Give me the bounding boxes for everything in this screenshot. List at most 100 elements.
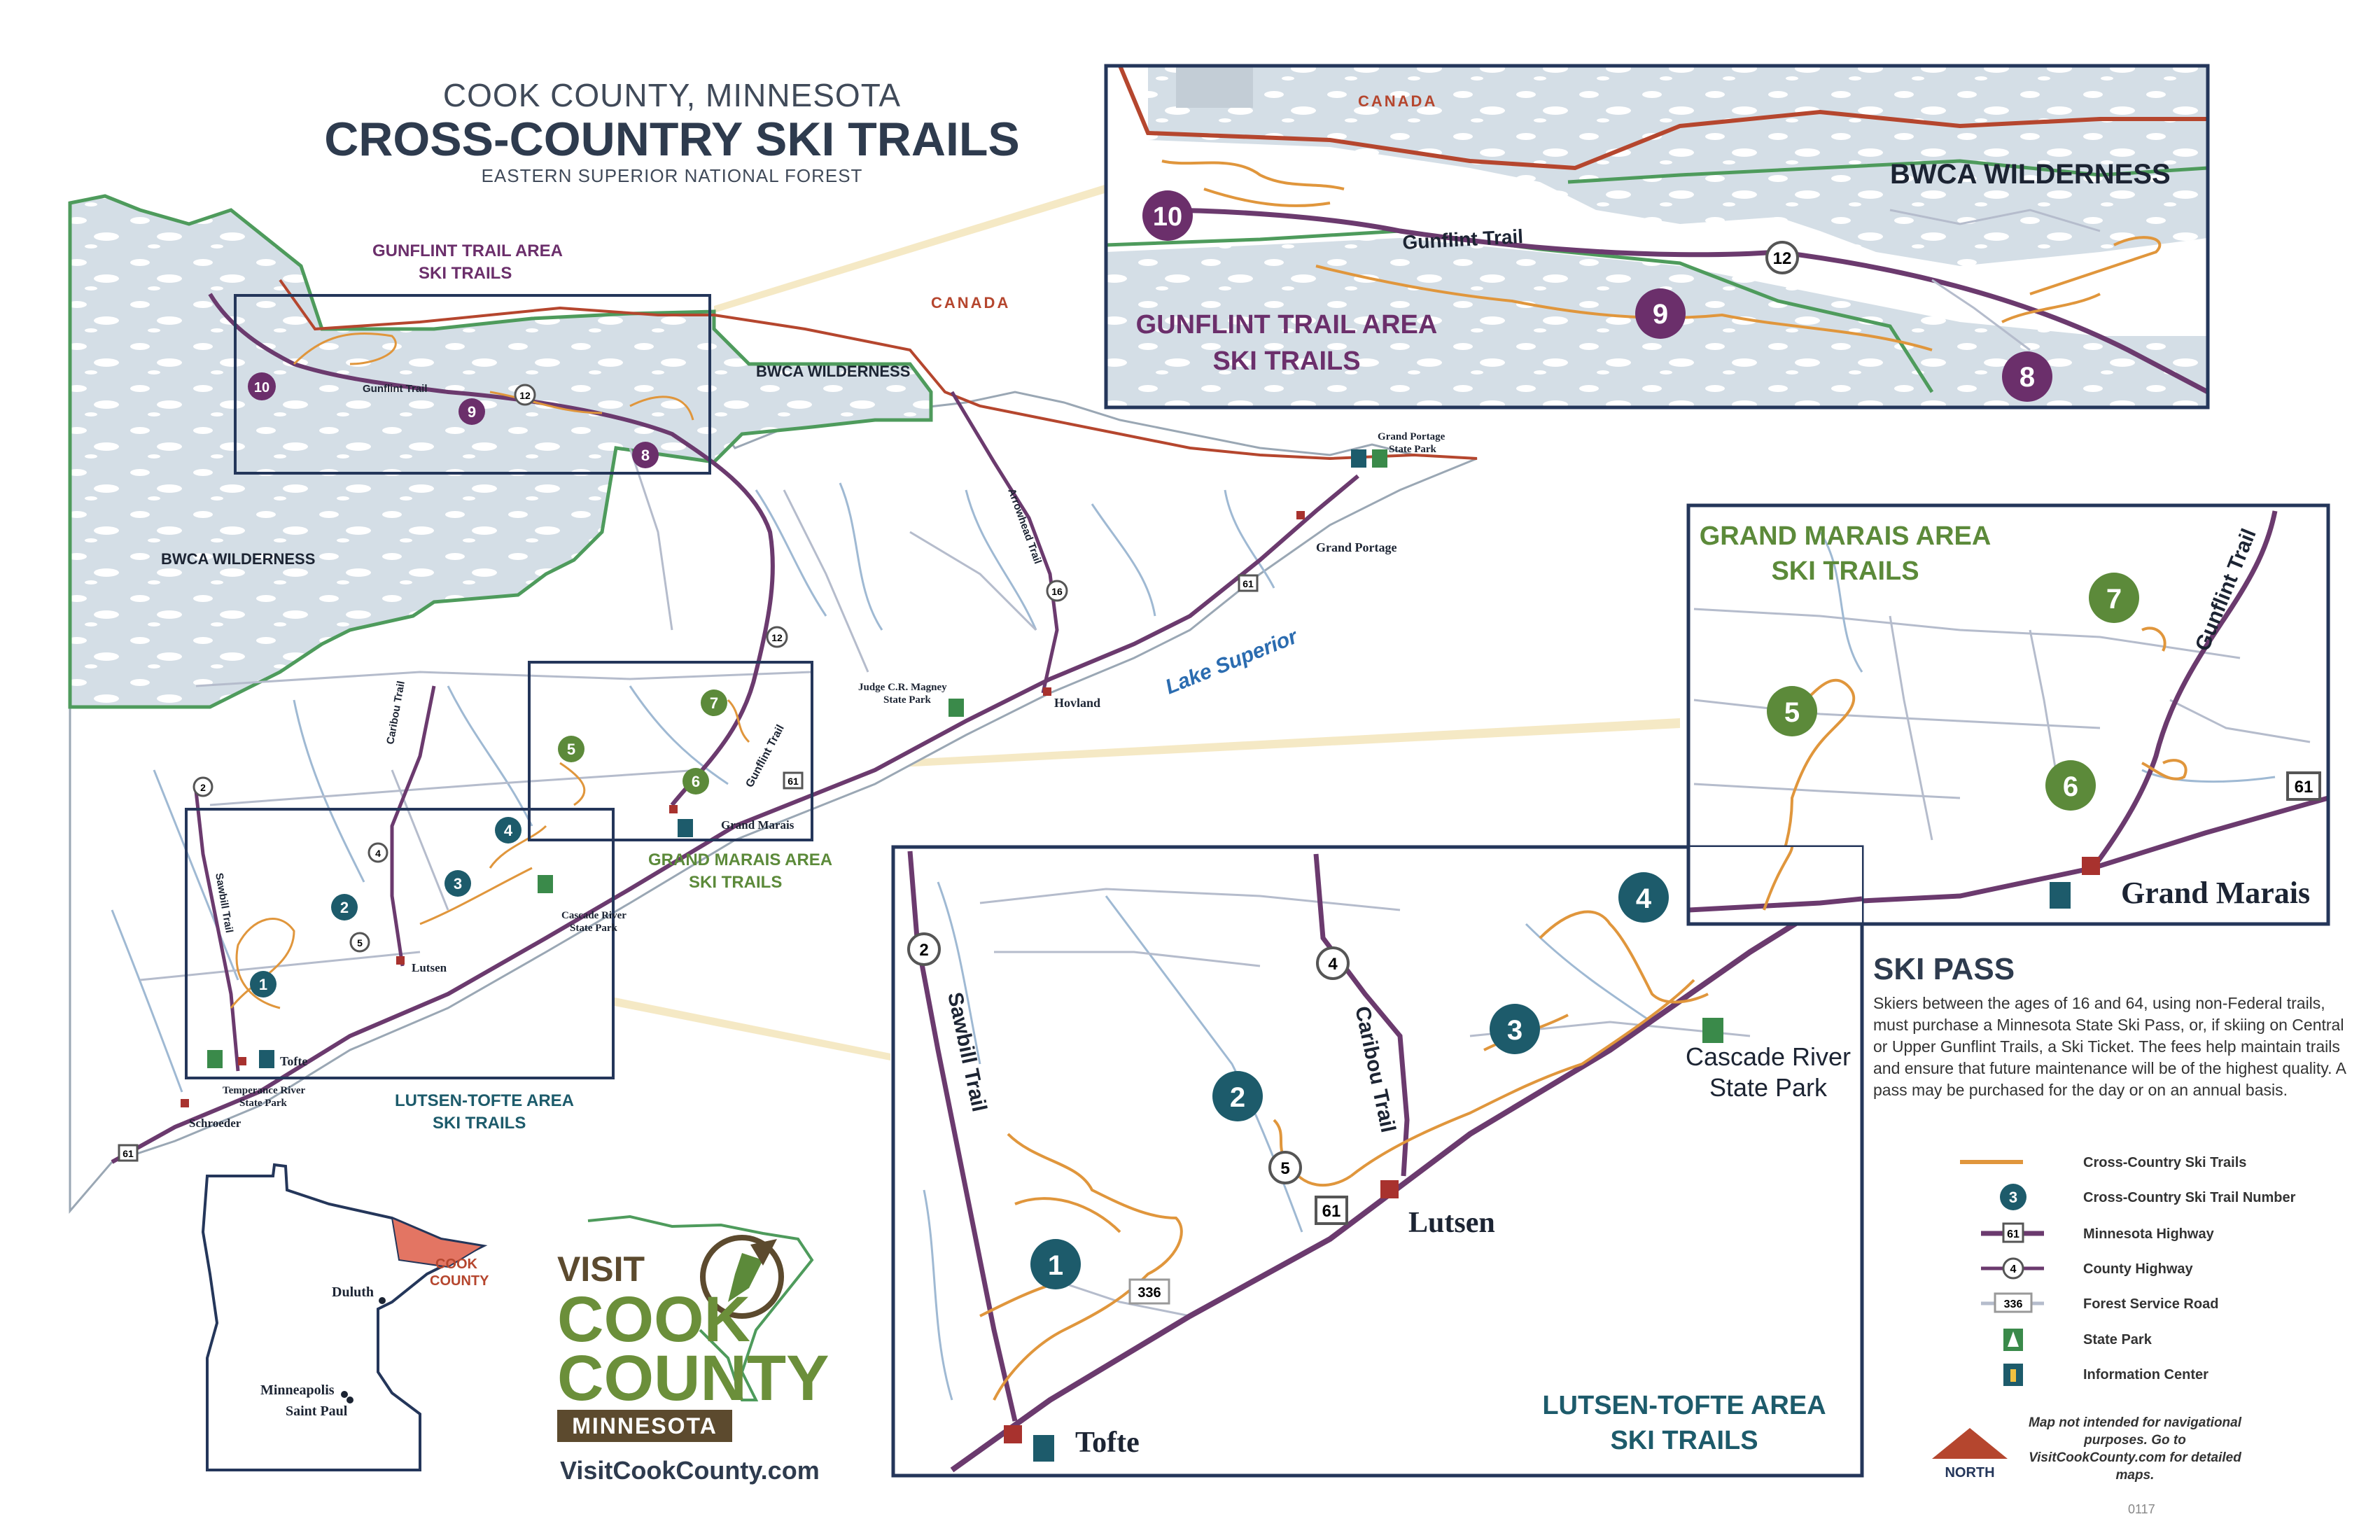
info-center-icon	[1033, 1435, 1054, 1462]
gunflint-area-label-2: SKI TRAILS	[1212, 346, 1360, 376]
info-center-icon	[678, 819, 693, 837]
road-61-label: 61	[788, 776, 799, 787]
town-marker	[1043, 687, 1051, 696]
legend-cty-sample: 4	[2010, 1264, 2017, 1275]
grand-marais-label: Grand Marais	[2121, 876, 2310, 910]
lutsen-label: Lutsen	[1408, 1207, 1495, 1239]
road-5-label: 5	[1280, 1159, 1289, 1178]
schroeder-label: Schroeder	[189, 1116, 241, 1130]
main-map-markers	[181, 449, 1387, 1107]
road-12-label: 12	[519, 390, 531, 401]
town-marker	[1296, 511, 1305, 519]
state-park-icon	[1372, 449, 1387, 468]
minnesota-locator: Duluth Minneapolis Saint Paul COOK COUNT…	[201, 1163, 489, 1471]
road-4-label: 4	[1328, 955, 1338, 974]
road-16-label: 16	[1051, 586, 1063, 597]
town-marker	[181, 1099, 189, 1107]
main-trail-badges: 1 2 3 4 5 6 7 8 9 10	[248, 372, 727, 997]
cascade-label-2: State Park	[1709, 1073, 1828, 1102]
legend-hwy-sample: 61	[2007, 1228, 2019, 1240]
legend-fs-sample: 336	[2004, 1298, 2023, 1310]
bwca-label: BWCA WILDERNESS	[161, 550, 315, 568]
trail-number-2: 2	[340, 899, 349, 916]
legend: Cross-Country Ski Trails 3 Cross-Country…	[1960, 1155, 2296, 1386]
logo-state-outline	[587, 1214, 814, 1401]
legend-trail-number-sample: 3	[2009, 1189, 2017, 1206]
forest-roads	[139, 447, 1037, 981]
town-marker	[2082, 857, 2100, 875]
grandmarais-area-label-2: SKI TRAILS	[689, 873, 782, 892]
trail-number-1: 1	[1048, 1250, 1063, 1281]
lutsen-area-label-2: SKI TRAILS	[1610, 1426, 1758, 1455]
road-61-label: 61	[1322, 1202, 1341, 1221]
trail-number-6: 6	[2063, 771, 2078, 802]
trail-number-9: 9	[1653, 299, 1668, 330]
road-12-label: 12	[771, 632, 783, 643]
trail-number-5: 5	[1784, 697, 1800, 728]
road-5-label: 5	[357, 937, 363, 948]
state-park-icon	[207, 1050, 223, 1068]
disclaimer-text: Map not intended for navigational purpos…	[2029, 1415, 2241, 1483]
bwca-wilderness-area	[68, 194, 933, 709]
trail-number-6: 6	[692, 773, 700, 790]
lake-superior-label: Lake Superior	[1162, 624, 1302, 699]
legend-county-highway: County Highway	[2083, 1261, 2194, 1277]
map-title: COOK COUNTY, MINNESOTA CROSS-COUNTRY SKI…	[324, 77, 1020, 186]
north-arrow: NORTH	[1932, 1428, 2008, 1480]
road-12-label: 12	[1773, 249, 1792, 268]
ski-pass-title: SKI PASS	[1873, 952, 2015, 986]
grand-portage-sp-label-2: State Park	[1389, 444, 1437, 455]
trail-number-2: 2	[1230, 1082, 1245, 1113]
town-marker	[238, 1057, 246, 1065]
trail-number-7: 7	[2106, 584, 2122, 615]
judge-magney-label-2: State Park	[883, 694, 932, 706]
gunflint-area-label-2: SKI TRAILS	[419, 264, 512, 283]
hovland-label: Hovland	[1054, 696, 1100, 710]
road-2-label: 2	[919, 941, 928, 960]
gunflint-inset: CANADA BWCA WILDERNESS Gunflint Trail GU…	[1104, 64, 2210, 410]
state-park-icon	[538, 875, 553, 893]
cascade-label: Cascade River	[561, 910, 626, 921]
trail-number-3: 3	[454, 875, 462, 892]
canada-label: CANADA	[931, 294, 1010, 312]
regional-map: 1 2 3 4 5 6 7 8 9 10 12 12 1	[68, 194, 1478, 1214]
road-4-label: 4	[375, 848, 381, 859]
logo-cook: COOK	[557, 1284, 750, 1355]
temperance-label: Temperance River	[223, 1085, 306, 1096]
info-center-icon	[1351, 449, 1366, 468]
lutsen-area-label: LUTSEN-TOFTE AREA	[1542, 1391, 1826, 1420]
trail-number-8: 8	[2019, 362, 2035, 393]
trail-number-1: 1	[259, 976, 267, 993]
state-park-icon	[948, 699, 964, 717]
logo-visit: VISIT	[557, 1250, 645, 1289]
lutsen-label: Lutsen	[412, 961, 447, 974]
title-top: COOK COUNTY, MINNESOTA	[443, 77, 901, 113]
grand-marais-label: Grand Marais	[721, 818, 794, 832]
road-61-label: 61	[122, 1148, 134, 1159]
road-61-label: 61	[1242, 578, 1254, 589]
legend-ski-trails: Cross-Country Ski Trails	[2083, 1155, 2246, 1170]
legend-state-park: State Park	[2083, 1332, 2152, 1348]
town-marker	[396, 956, 405, 965]
visit-cook-county-logo: VISIT COOK COUNTY MINNESOTA	[557, 1214, 829, 1442]
legend-mn-highway: Minnesota Highway	[2083, 1226, 2215, 1242]
cook-county-locator-label-2: COUNTY	[430, 1273, 489, 1289]
temperance-label-2: State Park	[239, 1098, 288, 1109]
logo-county: COUNTY	[557, 1343, 829, 1414]
state-park-icon	[1702, 1018, 1723, 1043]
minneapolis-label: Minneapolis	[260, 1382, 335, 1398]
bwca-label: BWCA WILDERNESS	[756, 363, 910, 380]
road-2-label: 2	[200, 782, 206, 793]
town-marker	[669, 805, 678, 813]
north-label: NORTH	[1945, 1465, 1994, 1480]
sawbill-trail-road	[194, 790, 240, 1072]
trail-number-9: 9	[468, 403, 476, 421]
lutsen-inset: 2 4 5 61 336 Sawbill Trail Caribou Trail…	[891, 503, 2330, 1478]
canada-label: CANADA	[1358, 92, 1437, 110]
streams	[111, 482, 1275, 1093]
bwca-label: BWCA WILDERNESS	[1890, 159, 2171, 190]
gunflint-trail-road	[208, 293, 775, 806]
website-link[interactable]: VisitCookCounty.com	[560, 1456, 820, 1485]
cook-county-locator-label: COOK	[435, 1256, 478, 1272]
